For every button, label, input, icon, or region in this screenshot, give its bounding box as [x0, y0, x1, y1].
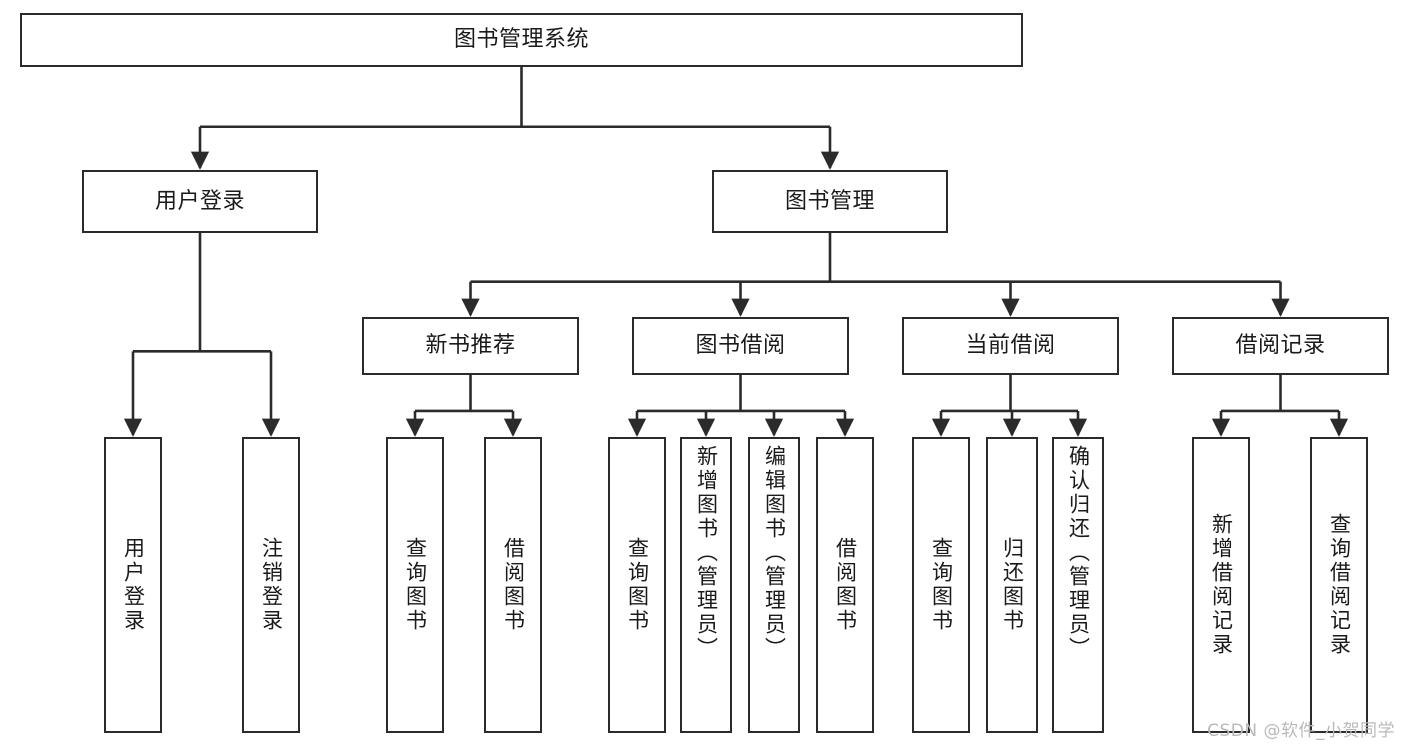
node-label: 借阅图书 — [501, 537, 526, 633]
node-label: 当前借阅 — [965, 333, 1056, 359]
node-label: 查询借阅记录 — [1327, 513, 1352, 657]
node-new-book-rec[interactable]: 新书推荐 — [362, 317, 579, 375]
node-current-borrow[interactable]: 当前借阅 — [902, 317, 1119, 375]
node-label: 借阅记录 — [1235, 333, 1326, 359]
node-leaf-query-book-2[interactable]: 查询图书 — [608, 437, 666, 733]
node-borrow-record[interactable]: 借阅记录 — [1172, 317, 1389, 375]
node-leaf-edit-book[interactable]: 编辑图书（管理员） — [748, 437, 800, 733]
csdn-watermark: CSDN @软件_小贺同学 — [1207, 721, 1395, 741]
node-label: 查询图书 — [625, 537, 650, 633]
node-leaf-user-logout[interactable]: 注销登录 — [242, 437, 300, 733]
node-leaf-add-book[interactable]: 新增图书（管理员） — [680, 437, 732, 733]
node-label: 图书管理 — [784, 188, 875, 214]
node-label: 确认归还（管理员） — [1066, 445, 1091, 661]
node-label: 图书管理系统 — [453, 27, 589, 53]
node-leaf-confirm-return[interactable]: 确认归还（管理员） — [1052, 437, 1104, 733]
node-leaf-query-record[interactable]: 查询借阅记录 — [1310, 437, 1368, 733]
node-user-login[interactable]: 用户登录 — [82, 170, 318, 233]
node-label: 图书借阅 — [695, 333, 786, 359]
node-leaf-user-login[interactable]: 用户登录 — [104, 437, 162, 733]
node-label: 用户登录 — [121, 537, 146, 633]
node-leaf-borrow-book-2[interactable]: 借阅图书 — [816, 437, 874, 733]
node-book-manage[interactable]: 图书管理 — [712, 170, 948, 233]
node-leaf-return-book[interactable]: 归还图书 — [986, 437, 1038, 733]
node-label: 新增借阅记录 — [1209, 513, 1234, 657]
node-leaf-borrow-book-1[interactable]: 借阅图书 — [484, 437, 542, 733]
node-leaf-query-book-1[interactable]: 查询图书 — [386, 437, 444, 733]
node-label: 查询图书 — [929, 537, 954, 633]
node-leaf-add-record[interactable]: 新增借阅记录 — [1192, 437, 1250, 733]
node-label: 查询图书 — [403, 537, 428, 633]
node-label: 新书推荐 — [425, 333, 516, 359]
node-root[interactable]: 图书管理系统 — [20, 13, 1023, 67]
node-label: 新增图书（管理员） — [694, 445, 719, 661]
node-leaf-query-book-3[interactable]: 查询图书 — [912, 437, 970, 733]
node-label: 归还图书 — [1000, 537, 1025, 633]
node-label: 注销登录 — [259, 537, 284, 633]
node-label: 用户登录 — [154, 188, 245, 214]
node-label: 借阅图书 — [833, 537, 858, 633]
node-book-borrow[interactable]: 图书借阅 — [632, 317, 849, 375]
node-label: 编辑图书（管理员） — [762, 445, 787, 661]
